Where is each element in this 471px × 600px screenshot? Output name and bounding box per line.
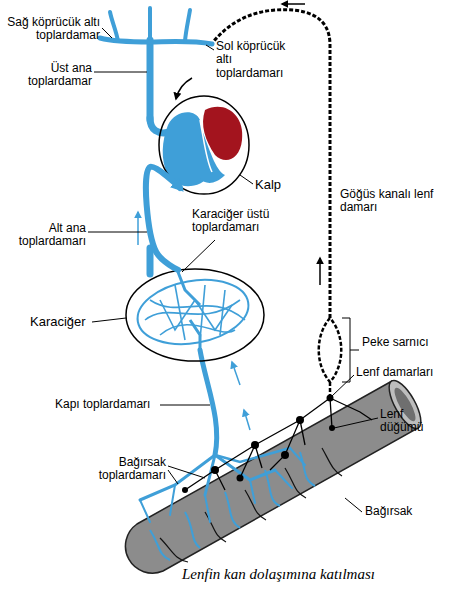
ellipse-outline xyxy=(158,95,250,195)
organ-outline: Karaciğer xyxy=(125,268,265,362)
lymph-nodes xyxy=(182,395,335,494)
lymph-vessels xyxy=(185,398,372,490)
part-label: Sol köprücük altı toplardamarı xyxy=(216,40,300,80)
part-label: Bağırsak xyxy=(365,505,445,518)
heart xyxy=(163,107,243,186)
leader-lines xyxy=(88,28,378,512)
flow-arrows xyxy=(138,4,320,430)
part-label: Alt ana toplardamarı xyxy=(4,222,86,249)
part-label: Sağ köprücük altı toplardamar xyxy=(4,16,100,43)
part-label: Göğüs kanalı lenf damarı xyxy=(340,188,435,215)
veins xyxy=(100,8,305,522)
part-label: Bağırsak toplardamarı xyxy=(78,456,166,483)
organ-outline: Kalp xyxy=(158,95,250,195)
part-label: Peke sarnıcı xyxy=(362,336,432,349)
organ-name: Kalp xyxy=(255,177,281,192)
part-label: Lenf damarları xyxy=(356,366,456,379)
ellipse-outline xyxy=(125,268,265,362)
part-label: Üst ana toplardamar xyxy=(8,62,92,89)
liver-network xyxy=(132,272,253,353)
intestine xyxy=(125,376,426,573)
part-label: Kapı toplardamarı xyxy=(55,398,165,411)
organ-name: Karaciğer xyxy=(30,314,86,329)
part-label: Karaciğer üstü toplardamarı xyxy=(192,208,302,235)
part-label: Lenf düğümü xyxy=(380,408,450,435)
thoracic-duct xyxy=(213,10,359,398)
figure-caption: Lenfin kan dolaşımına katılması xyxy=(182,566,375,583)
vein-connector xyxy=(146,167,180,270)
ellipse-outline xyxy=(159,96,249,194)
ellipse-outline xyxy=(126,269,264,361)
